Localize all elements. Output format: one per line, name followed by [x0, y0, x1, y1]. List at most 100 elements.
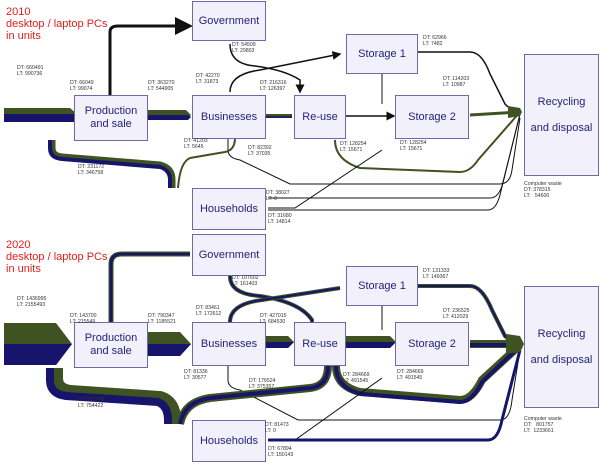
lt-value: LT: 412029	[443, 314, 469, 320]
flow-gov-to-reuse-2010	[229, 43, 305, 94]
lt-value: LT: 14814	[268, 219, 291, 225]
waste-label: Computer waste	[524, 181, 562, 187]
flow-prod-to-gov-2010	[108, 17, 193, 100]
lt-value: LT: 1185521	[148, 319, 176, 325]
lt-value: LT: 7482	[423, 41, 443, 47]
node-storage2-2010[interactable]: Storage 2	[395, 95, 469, 139]
dt-value: DT: 41203	[184, 138, 208, 144]
dt-value: DT: 143700	[70, 313, 97, 319]
node-households-2020[interactable]: Households	[192, 420, 266, 462]
dt-value: DT: 82392	[248, 145, 272, 151]
dt-value: DT: 216316	[260, 80, 287, 86]
node-government-2010[interactable]: Government	[192, 1, 266, 41]
dt-value: DT: 67894	[268, 446, 292, 452]
lt-value: LT: 161403	[232, 281, 258, 287]
flow-hh-to-recycling-2010	[268, 113, 521, 211]
lt-value: LT: 10987	[443, 82, 466, 88]
lt-value: LT: 99074	[70, 86, 93, 92]
lt-value: LT: 990736	[17, 71, 43, 77]
lt-value: LT: 31873	[196, 79, 219, 85]
dt-value: DT: 284669	[397, 369, 424, 375]
lt-value: LT: 375357	[249, 384, 275, 390]
dt-value: DT: 427015	[260, 313, 287, 319]
node-production-2010[interactable]: Production and sale	[74, 95, 148, 141]
node-storage1-2020[interactable]: Storage 1	[346, 266, 418, 306]
node-businesses-2010[interactable]: Businesses	[192, 95, 266, 139]
flow-prod-to-bus-2020-desktop	[148, 344, 191, 356]
lt-value: LT: 346758	[78, 170, 104, 176]
dt-value: DT: 231172	[78, 164, 105, 170]
flow-input-2010-desktop	[4, 114, 78, 122]
dt-value: DT: 62966	[423, 35, 447, 41]
flow-hh-to-recycling-2010-b	[268, 113, 521, 199]
flow-hh-to-storage1-2010	[268, 149, 383, 209]
flow-bus-to-reuse-2020-desktop	[265, 342, 294, 348]
node-reuse-2010[interactable]: Re-use	[294, 95, 346, 139]
flow-gov-to-reuse-2020-desktop	[229, 275, 313, 326]
flow-input-2020-desktop	[4, 344, 72, 365]
flow-fan-into-recycling-2020	[506, 334, 524, 354]
dt-value: DT: 660491	[17, 65, 44, 71]
title-year: 2010	[6, 6, 31, 18]
node-recycling-2020[interactable]: Recycling and disposal	[524, 286, 599, 408]
lt-value: LT: 544905	[148, 86, 174, 92]
flow-bus-to-recycling-2010	[227, 117, 521, 185]
lt-value: LT: 37035	[248, 151, 271, 157]
dt-value: DT: 131333	[423, 268, 450, 274]
node-government-2020[interactable]: Government	[192, 234, 266, 276]
flow-reuse-to-recycling-2020-desktop	[334, 344, 522, 405]
dt-value: DT: 363270	[148, 80, 175, 86]
node-reuse-2020[interactable]: Re-use	[294, 322, 346, 366]
dt-value: DT: 54509	[232, 42, 256, 48]
dt-value: DT: 66049	[70, 80, 94, 86]
dt-value: DT: 107602	[232, 275, 259, 281]
waste-dt: DT: 378315	[524, 187, 551, 193]
waste-dt: DT: 801757	[524, 422, 554, 428]
lt-value: LT: 15671	[400, 146, 423, 152]
lt-value: LT: 754422	[78, 403, 104, 409]
dt-value: DT: 236525	[443, 308, 470, 314]
node-businesses-2020[interactable]: Businesses	[192, 322, 266, 366]
node-storage2-2020[interactable]: Storage 2	[395, 322, 469, 366]
node-households-2010[interactable]: Households	[192, 188, 266, 230]
lt-value: LT: 150143	[268, 452, 294, 458]
flow-hh-to-recycling-2020	[268, 349, 522, 442]
node-storage1-2010[interactable]: Storage 1	[346, 34, 418, 74]
dt-value: DT: 114203	[443, 76, 470, 82]
flow-prod-to-gov-2020	[108, 251, 190, 322]
flow-prod-to-hh-2010-desktop	[48, 140, 172, 188]
lt-value: LT: 149367	[423, 274, 449, 280]
lt-value: LT: 2155493	[17, 302, 46, 308]
flow-prod-to-bus-2010-desktop	[148, 115, 191, 120]
dt-value: DT: 1436995	[17, 296, 47, 302]
dt-value: DT: 176524	[249, 378, 276, 384]
flow-reuse-to-storage2-2020-desktop	[345, 342, 396, 348]
node-recycling-2010[interactable]: Recycling and disposal	[524, 54, 599, 176]
lt-value: LT: 0	[266, 196, 277, 202]
node-production-2020[interactable]: Production and sale	[74, 322, 148, 368]
lt-value: LT: 491545	[397, 375, 423, 381]
dt-value: DT: 83461	[196, 305, 220, 311]
lt-value: LT: 126397	[260, 86, 286, 92]
panel-2010-flows	[4, 17, 522, 211]
